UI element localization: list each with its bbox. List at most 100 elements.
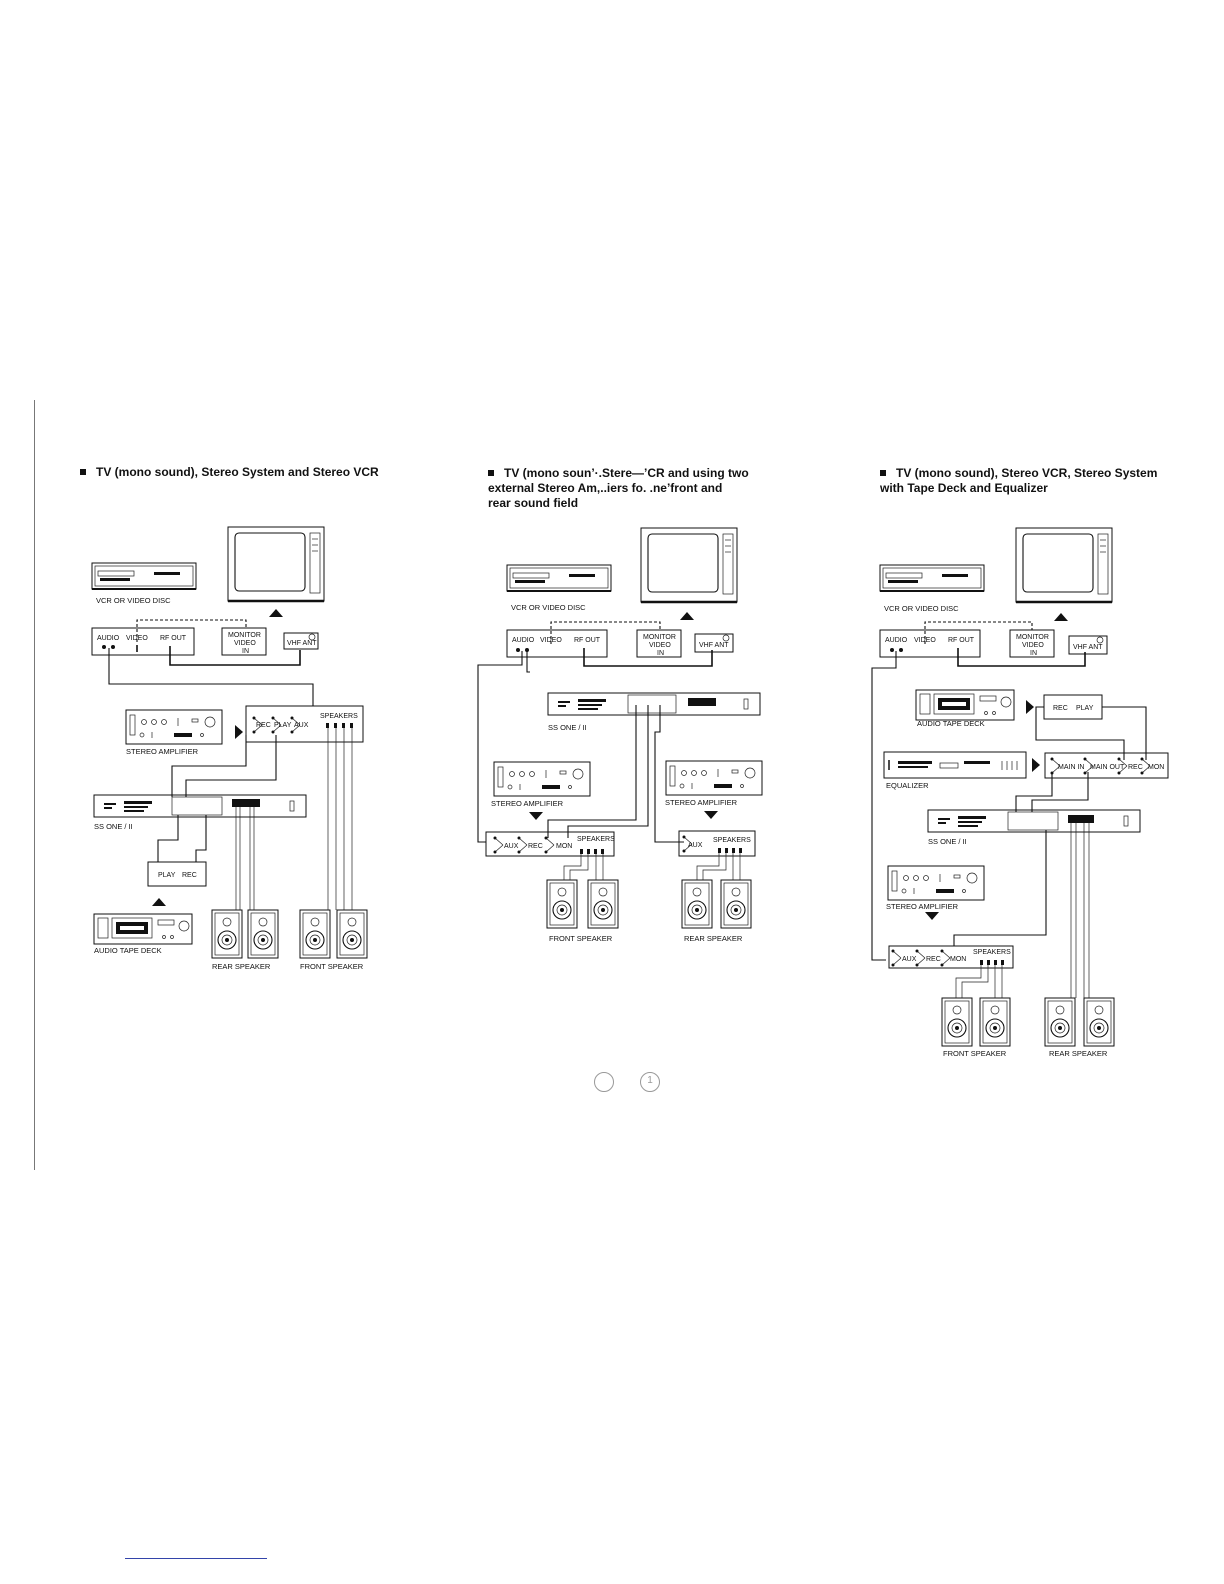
vcr-label: VCR OR VIDEO DISC [884, 604, 959, 613]
rear-speaker-label: REAR SPEAKER [684, 934, 743, 943]
video-jack-label: VIDEO [126, 635, 148, 642]
speakers-label: SPEAKERS [973, 949, 1011, 956]
speakers-label: SPEAKERS [577, 836, 615, 843]
audio-tape-deck-label: AUDIO TAPE DECK [917, 719, 985, 728]
monitor-in-panel [221, 627, 267, 656]
diagram-2-heading: TV (mono soun’·.Stere—’CR and using two … [488, 466, 749, 511]
monitor-label: MONITOR [1016, 634, 1049, 641]
ss-one-device [93, 794, 307, 818]
bottom-rule [125, 1558, 267, 1559]
front-speaker-left [546, 879, 578, 929]
speakers-label: SPEAKERS [713, 837, 751, 844]
audio-tape-deck-device [93, 913, 193, 945]
amp-left-rear-panel [485, 831, 615, 857]
front-speaker-label: FRONT SPEAKER [943, 1049, 1007, 1058]
vcr-jack-panel [506, 629, 608, 658]
play-label: PLAY [274, 722, 292, 729]
equalizer-device [883, 751, 1027, 779]
vcr-label: VCR OR VIDEO DISC [96, 596, 171, 605]
arrow-down-icon [925, 912, 939, 920]
front-speaker-label: FRONT SPEAKER [549, 934, 613, 943]
stereo-amplifier-right-label: STEREO AMPLIFIER [665, 798, 738, 807]
rear-speaker-label: REAR SPEAKER [1049, 1049, 1108, 1058]
front-speaker-left [299, 909, 331, 959]
vhf-ant-label: VHF ANT [699, 642, 729, 649]
diagram-1-heading-text: TV (mono sound), Stereo System and Stere… [96, 465, 379, 479]
page-number-right: 1 [640, 1072, 660, 1092]
monitor-in-panel [636, 629, 682, 658]
front-speaker-right [587, 879, 619, 929]
page-number-right-text: 1 [647, 1075, 653, 1086]
rec-label: REC [256, 722, 271, 729]
diagram-1: VCR OR VIDEO DISC AUDIO VIDEO RF OUT MON… [91, 525, 368, 971]
rear-speaker-right [720, 879, 752, 929]
rec-label: REC [1128, 764, 1143, 771]
front-speaker-right [336, 909, 368, 959]
vcr-device [91, 562, 197, 590]
rec-label: REC [926, 956, 941, 963]
rec-label: REC [1053, 705, 1068, 712]
monitor-label: MONITOR [643, 634, 676, 641]
amp-rear-panel-eq [1044, 752, 1169, 779]
audio-jack-label: AUDIO [512, 637, 535, 644]
vhf-ant-panel [1068, 635, 1108, 655]
ss-one-label: SS ONE / II [548, 723, 587, 732]
stereo-amplifier-label: STEREO AMPLIFIER [886, 902, 959, 911]
stereo-amplifier-left-device [493, 761, 591, 797]
monitor-video-label: VIDEO [234, 640, 256, 647]
diagram-2-heading-line-1: TV (mono soun’·.Stere—’CR and using two [504, 466, 749, 480]
vcr-jack-panel [879, 629, 981, 658]
monitor-video-label: VIDEO [1022, 642, 1044, 649]
tv-device [226, 525, 326, 603]
monitor-video-label: VIDEO [649, 642, 671, 649]
aux-label: AUX [504, 843, 519, 850]
page-number-left [594, 1072, 614, 1092]
main-in-label: MAIN IN [1058, 764, 1084, 771]
arrow-down-icon [704, 811, 718, 819]
ss-one-label: SS ONE / II [94, 822, 133, 831]
tv-device [1014, 526, 1114, 604]
diagram-3: VCR OR VIDEO DISC AUDIO VIDEO RF OUT MON… [871, 526, 1169, 1058]
monitor-in-panel [1009, 629, 1055, 658]
monitor-in-label: IN [657, 650, 664, 657]
video-jack-label: VIDEO [914, 637, 936, 644]
video-jack-label: VIDEO [540, 637, 562, 644]
rf-out-jack-label: RF OUT [160, 635, 187, 642]
monitor-in-label: IN [242, 648, 249, 655]
vhf-ant-label: VHF ANT [287, 640, 317, 647]
speakers-label: SPEAKERS [320, 713, 358, 720]
vcr-device [506, 564, 612, 592]
diagram-2-heading-line-2: external Stereo Am,..iers fo. .ne’front … [488, 481, 723, 495]
arrow-down-icon [529, 812, 543, 820]
diagram-3-heading-line-2: with Tape Deck and Equalizer [880, 481, 1048, 495]
play-label: PLAY [158, 872, 176, 879]
vhf-ant-label: VHF ANT [1073, 644, 1103, 651]
rear-speaker-left [211, 909, 243, 959]
page-edge-rule [34, 400, 35, 1170]
arrow-right-icon [1032, 758, 1040, 772]
stereo-amplifier-label: STEREO AMPLIFIER [126, 747, 199, 756]
bullet-icon [880, 470, 886, 476]
stereo-amplifier-right-device [665, 760, 763, 796]
monitor-in-label: IN [1030, 650, 1037, 657]
front-speaker-right [979, 997, 1011, 1047]
ss-one-label: SS ONE / II [928, 837, 967, 846]
diagram-3-heading-line-1: TV (mono sound), Stereo VCR, Stereo Syst… [896, 466, 1158, 480]
stereo-amplifier-device [125, 709, 223, 745]
rear-speaker-right [247, 909, 279, 959]
aux-label: AUX [902, 956, 917, 963]
diagram-2-heading-line-3: rear sound field [488, 496, 579, 510]
arrow-up-icon [152, 898, 166, 906]
mon-label: MON [950, 956, 966, 963]
diagram-1-heading: TV (mono sound), Stereo System and Stere… [80, 465, 379, 480]
aux-label: AUX [294, 722, 309, 729]
tv-device [639, 526, 739, 604]
rec-label: REC [528, 843, 543, 850]
ss-one-device [927, 809, 1141, 833]
rear-speaker-left [1044, 997, 1076, 1047]
arrow-up-icon [1054, 613, 1068, 621]
arrow-up-icon [680, 612, 694, 620]
rf-out-jack-label: RF OUT [948, 637, 975, 644]
audio-jack-label: AUDIO [97, 635, 120, 642]
